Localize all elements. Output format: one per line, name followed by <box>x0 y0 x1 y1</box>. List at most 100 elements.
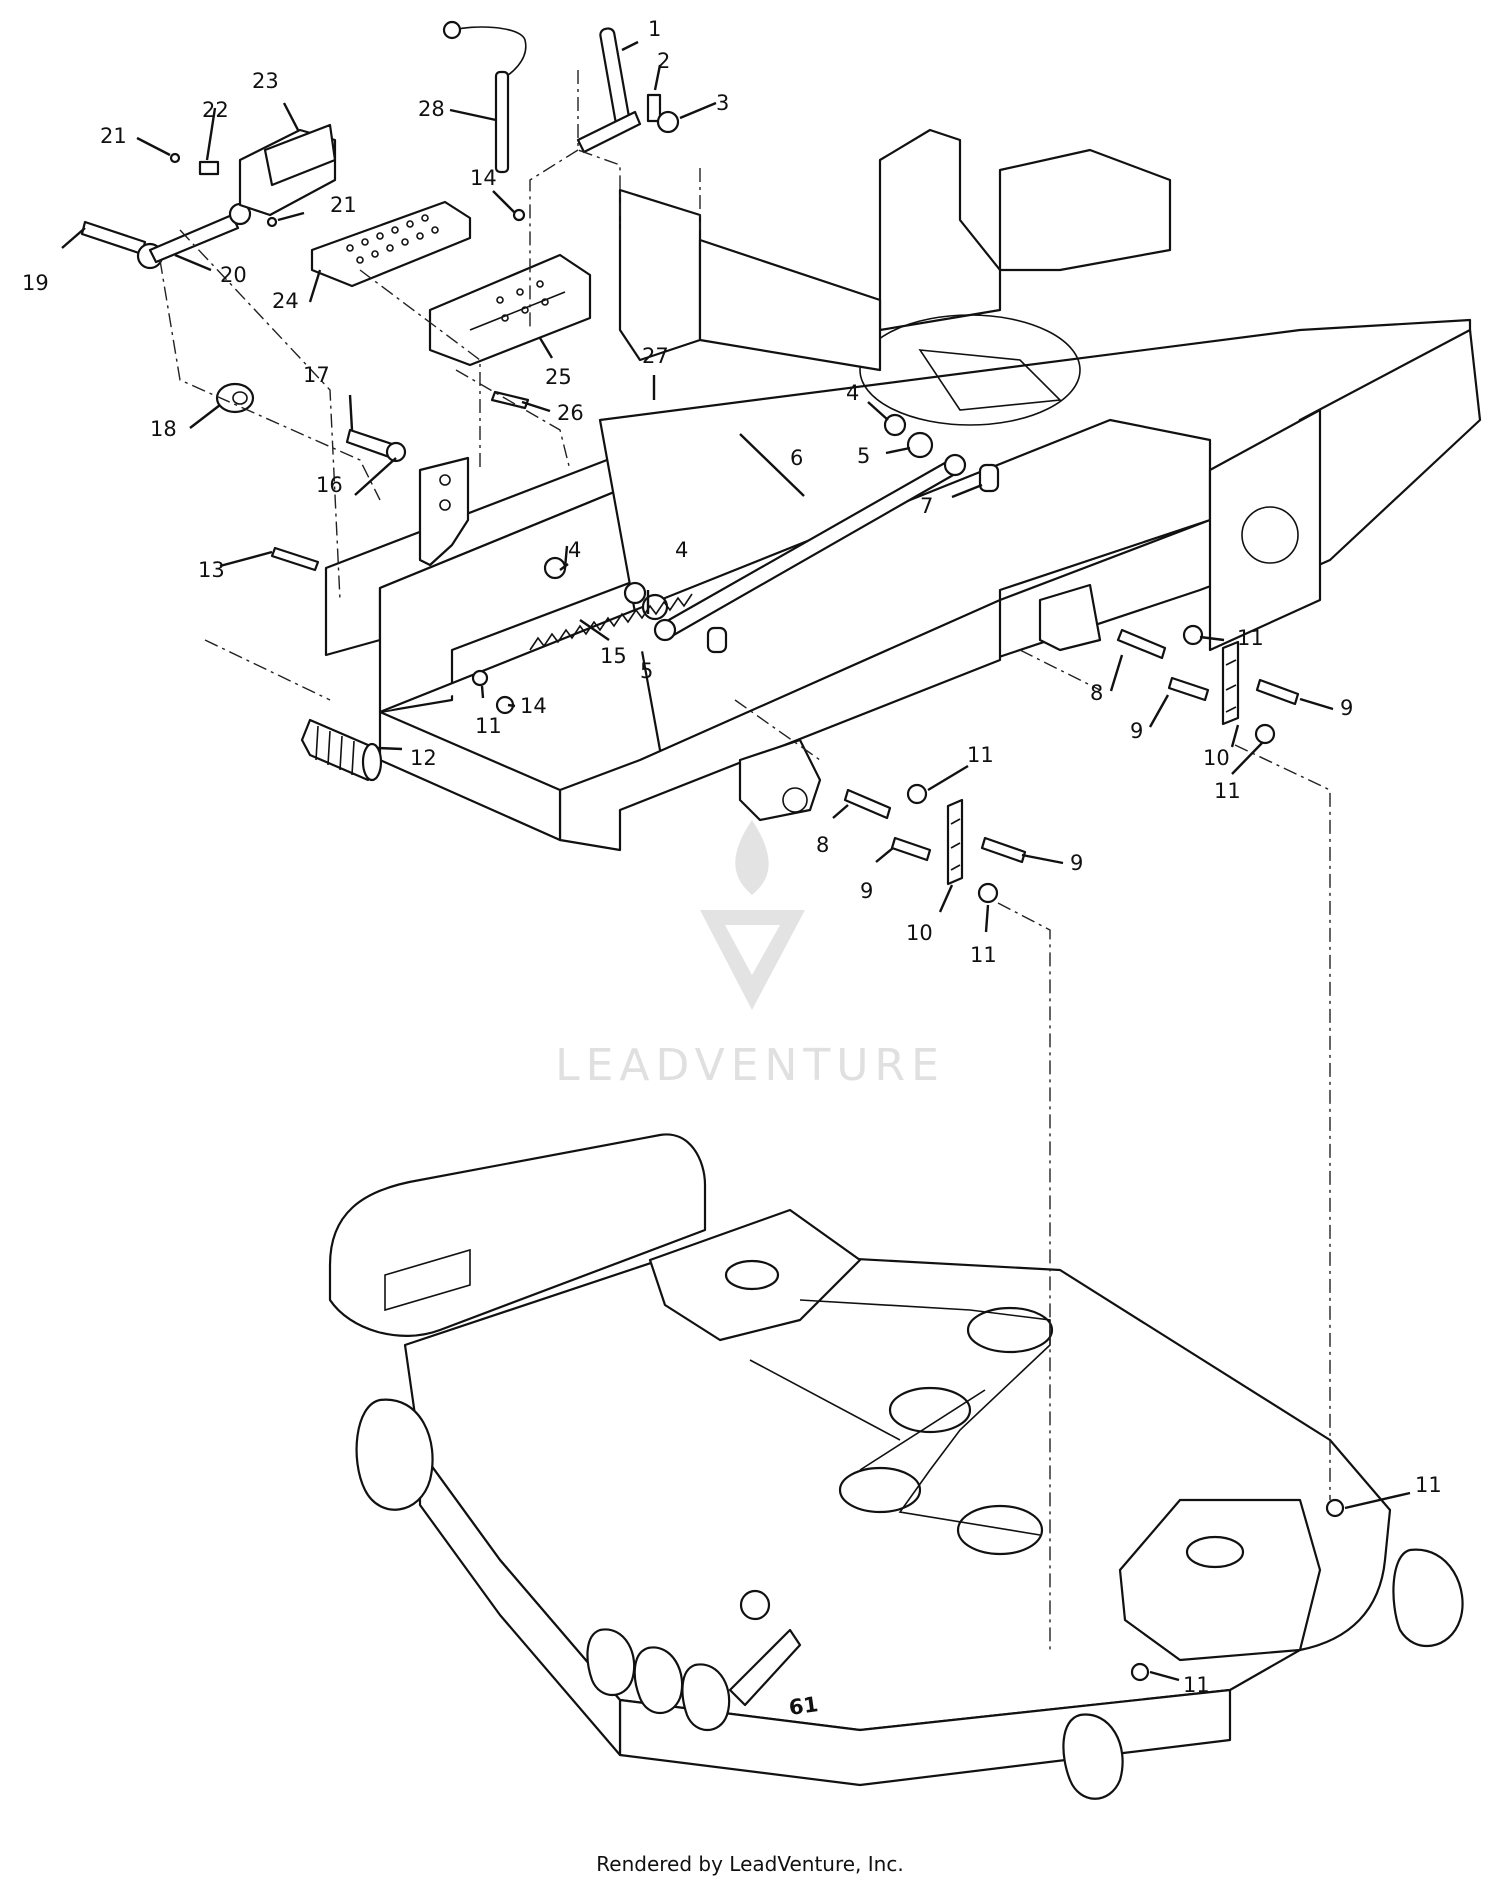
lanyard-ring <box>442 20 462 40</box>
deck-roller-front-left-a <box>586 1628 636 1696</box>
render-credit: Rendered by LeadVenture, Inc. <box>596 1852 904 1876</box>
frame-rear-upright <box>878 128 1002 332</box>
chain-right <box>1116 624 1300 745</box>
lift-rod-assembly <box>623 413 1000 654</box>
bolt-9-right-a <box>1167 676 1210 702</box>
callout-11g: 11 <box>1183 1673 1210 1697</box>
bracket-16 <box>418 456 470 567</box>
callout-24: 24 <box>272 289 299 313</box>
pulley-idler-mid <box>888 1386 972 1434</box>
callout-17: 17 <box>303 363 330 387</box>
deck-roller-front-left-c <box>681 1663 731 1731</box>
callout-21a: 21 <box>100 124 127 148</box>
callout-11d: 11 <box>970 943 997 967</box>
chain-left <box>843 783 1027 904</box>
frame-pivot-hole <box>782 787 808 813</box>
callout-9b: 9 <box>1340 696 1353 720</box>
frame-rear-bracket <box>1038 583 1102 652</box>
lift-rod-end-front <box>653 618 677 642</box>
callout-4b: 4 <box>568 538 581 562</box>
callout-14a: 14 <box>470 166 497 190</box>
bushing-18 <box>215 382 255 414</box>
bolt-9-left-a <box>890 836 932 862</box>
cover-assembly <box>428 20 592 410</box>
callout-18: 18 <box>150 417 177 441</box>
frame-center-opening <box>859 314 1081 426</box>
nut-3 <box>656 110 680 134</box>
deck-roller-front-left-b <box>633 1646 684 1714</box>
callout-12: 12 <box>410 746 437 770</box>
callout-11e: 11 <box>475 714 502 738</box>
frame-rear-tower <box>998 148 1172 272</box>
callout-26: 26 <box>557 401 584 425</box>
callout-7: 7 <box>920 494 933 518</box>
bushing-7 <box>978 463 1000 493</box>
bolt-9-left-b <box>980 836 1027 864</box>
callout-25: 25 <box>545 365 572 389</box>
callout-labels: 1 2 3 4 5 6 7 4 4 5 8 9 9 10 11 11 11 8 … <box>22 17 1442 1697</box>
callout-27: 27 <box>642 344 669 368</box>
drive-belt <box>799 1299 1051 1536</box>
callout-arrows <box>61 40 1411 1682</box>
pin-22 <box>198 160 220 176</box>
callout-19: 19 <box>22 271 49 295</box>
screw-14-top <box>512 208 526 222</box>
step-plate-holes <box>346 214 439 264</box>
chain-10-left <box>946 798 964 886</box>
callout-28: 28 <box>418 97 445 121</box>
pulley-spindle-center <box>838 1466 922 1514</box>
callout-8a: 8 <box>1090 681 1103 705</box>
pulley-idler-rear <box>966 1306 1054 1354</box>
nut-11-deck-right <box>1325 1498 1345 1518</box>
deck-gauge-wheel-bracket <box>728 1628 802 1707</box>
alignment-lines <box>159 70 1331 1650</box>
frame-center-brace <box>918 349 1062 411</box>
watermark-brand: LEADVENTURE <box>555 1040 945 1091</box>
spring-coil <box>529 593 693 651</box>
callout-20: 20 <box>220 263 247 287</box>
spring-15 <box>471 556 693 715</box>
callout-11a: 11 <box>1237 626 1264 650</box>
callout-5b: 5 <box>640 659 653 683</box>
deck-caster-right <box>1392 1548 1464 1648</box>
nut-11-deck-front <box>1130 1662 1150 1682</box>
callout-2: 2 <box>657 49 670 73</box>
deck-logo-badge <box>739 1589 771 1621</box>
frame-side-plate <box>1208 408 1322 652</box>
callout-9a: 9 <box>1130 719 1143 743</box>
spindle-cap-left <box>724 1259 780 1291</box>
pin-2 <box>646 93 662 123</box>
step-plate-24 <box>310 200 472 288</box>
mower-deck: 61 <box>328 1133 1464 1800</box>
deck-left-skirt <box>418 1448 622 1757</box>
deck-warning-decal <box>384 1248 471 1312</box>
deck-caster-left <box>355 1398 434 1511</box>
callout-22: 22 <box>202 98 229 122</box>
frame-left-upright <box>618 188 702 362</box>
handle-assembly <box>576 27 680 154</box>
callout-10a: 10 <box>1203 746 1230 770</box>
screw-26 <box>490 390 530 410</box>
deck-spindle-cover-right <box>1118 1498 1322 1662</box>
pin-28-lanyard <box>454 26 527 81</box>
handle-1 <box>599 27 631 129</box>
nut-11-right-bottom <box>1254 723 1276 745</box>
callout-9d: 9 <box>1070 851 1083 875</box>
bolt-9-right-b <box>1255 678 1300 706</box>
bolt-8-right <box>1116 628 1167 660</box>
watermark: LEADVENTURE <box>555 820 945 1091</box>
washer-17 <box>385 441 407 463</box>
callout-10b: 10 <box>906 921 933 945</box>
pin-28 <box>494 70 510 174</box>
bushing-front <box>706 626 728 654</box>
callout-11f: 11 <box>1415 1473 1442 1497</box>
pulley-idler-front <box>956 1504 1044 1556</box>
bolt-13 <box>270 546 320 572</box>
callout-11c: 11 <box>967 743 994 767</box>
callout-13: 13 <box>198 558 225 582</box>
left-hardware <box>215 382 470 572</box>
frame-mid-upright <box>698 238 882 372</box>
nut-11-left-bottom <box>977 882 999 904</box>
frame-front-bracket <box>738 738 822 822</box>
callout-23: 23 <box>252 69 279 93</box>
